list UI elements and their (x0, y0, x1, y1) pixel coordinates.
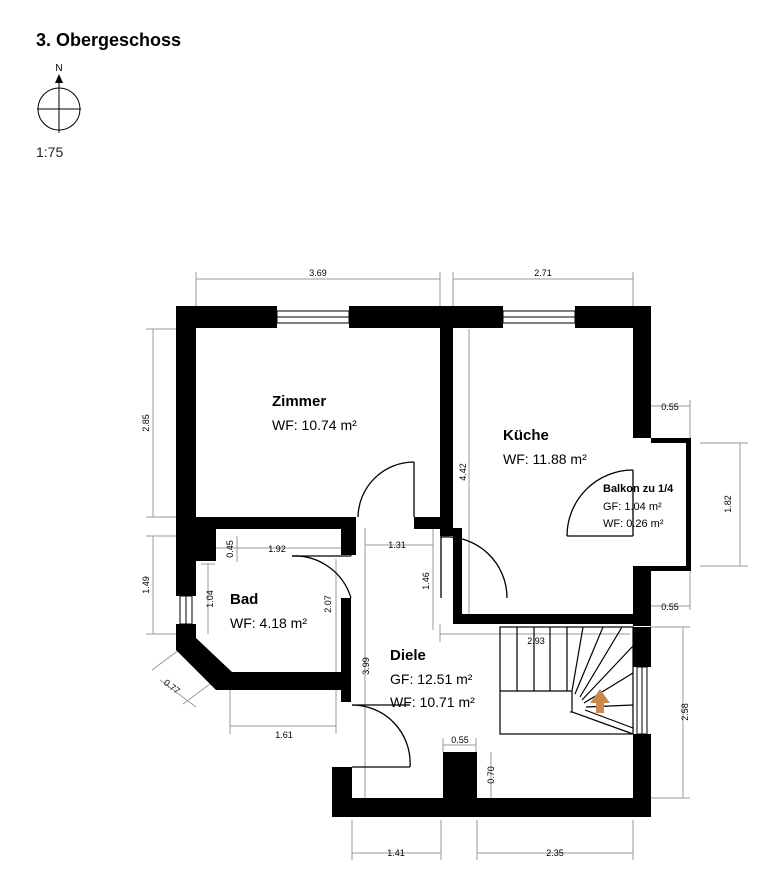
room-area-zimmer: WF: 10.74 m² (272, 417, 357, 433)
window-stair (636, 666, 648, 735)
room-gf-diele: GF: 12.51 m² (390, 671, 473, 687)
dim-diagonal: 0.77 (162, 677, 182, 696)
room-name-balkon: Balkon zu 1/4 (603, 483, 674, 495)
compass-icon: N (37, 63, 81, 133)
room-wf-balkon: WF: 0.26 m² (603, 518, 664, 530)
door-bad (291, 555, 352, 599)
dim-left-bad: 1.49 (141, 576, 151, 594)
dim-door-height: 2.07 (323, 595, 333, 613)
dim-balkon-bottom-offset: 0.55 (661, 602, 679, 612)
room-name-diele: Diele (390, 647, 426, 664)
dim-diele-stub: 1.46 (421, 572, 431, 590)
door-entrance (351, 704, 411, 768)
door-balkon (566, 469, 634, 537)
window-kueche (502, 310, 576, 324)
dim-bad-width-top: 1.92 (268, 544, 286, 554)
room-name-kueche: Küche (503, 427, 549, 444)
staircase (499, 626, 634, 735)
dim-bottom-left: 1.41 (387, 848, 405, 858)
dim-top-zimmer: 3.69 (309, 268, 327, 278)
door-kueche (440, 536, 508, 599)
dim-bad-small: 1.04 (205, 590, 215, 608)
dim-kueche-height: 4.42 (458, 463, 468, 481)
dim-bad-bottom: 1.61 (275, 730, 293, 740)
dim-right-stair: 2.58 (680, 703, 690, 721)
dim-chimney-width: 0.55 (451, 735, 469, 745)
room-name-zimmer: Zimmer (272, 393, 326, 410)
dim-bad-top-step: 0.45 (225, 540, 235, 558)
stair-direction-arrow-icon (590, 689, 610, 713)
floor-title: 3. Obergeschoss (36, 30, 182, 50)
dimension-lines (146, 272, 748, 860)
north-label: N (55, 63, 62, 74)
room-area-bad: WF: 4.18 m² (230, 615, 307, 631)
window-zimmer (276, 310, 350, 324)
dim-diele-top: 1.31 (388, 540, 406, 550)
dim-top-kueche: 2.71 (534, 268, 552, 278)
dim-left-zimmer: 2.85 (141, 414, 151, 432)
dim-balkon-width: 1.82 (723, 495, 733, 513)
scale-label: 1:75 (36, 144, 64, 160)
dim-balkon-top-offset: 0.55 (661, 402, 679, 412)
dim-chimney-depth: 0.70 (486, 766, 496, 784)
walls (176, 306, 691, 817)
window-bad (179, 595, 193, 625)
room-gf-balkon: GF: 1.04 m² (603, 501, 662, 513)
dim-stair-width: 2.93 (527, 636, 545, 646)
door-zimmer (357, 461, 415, 518)
room-area-kueche: WF: 11.88 m² (503, 451, 587, 467)
dim-diele-height: 3.99 (361, 657, 371, 675)
dim-bottom-right: 2.35 (546, 848, 564, 858)
room-name-bad: Bad (230, 591, 258, 608)
room-wf-diele: WF: 10.71 m² (390, 694, 475, 710)
